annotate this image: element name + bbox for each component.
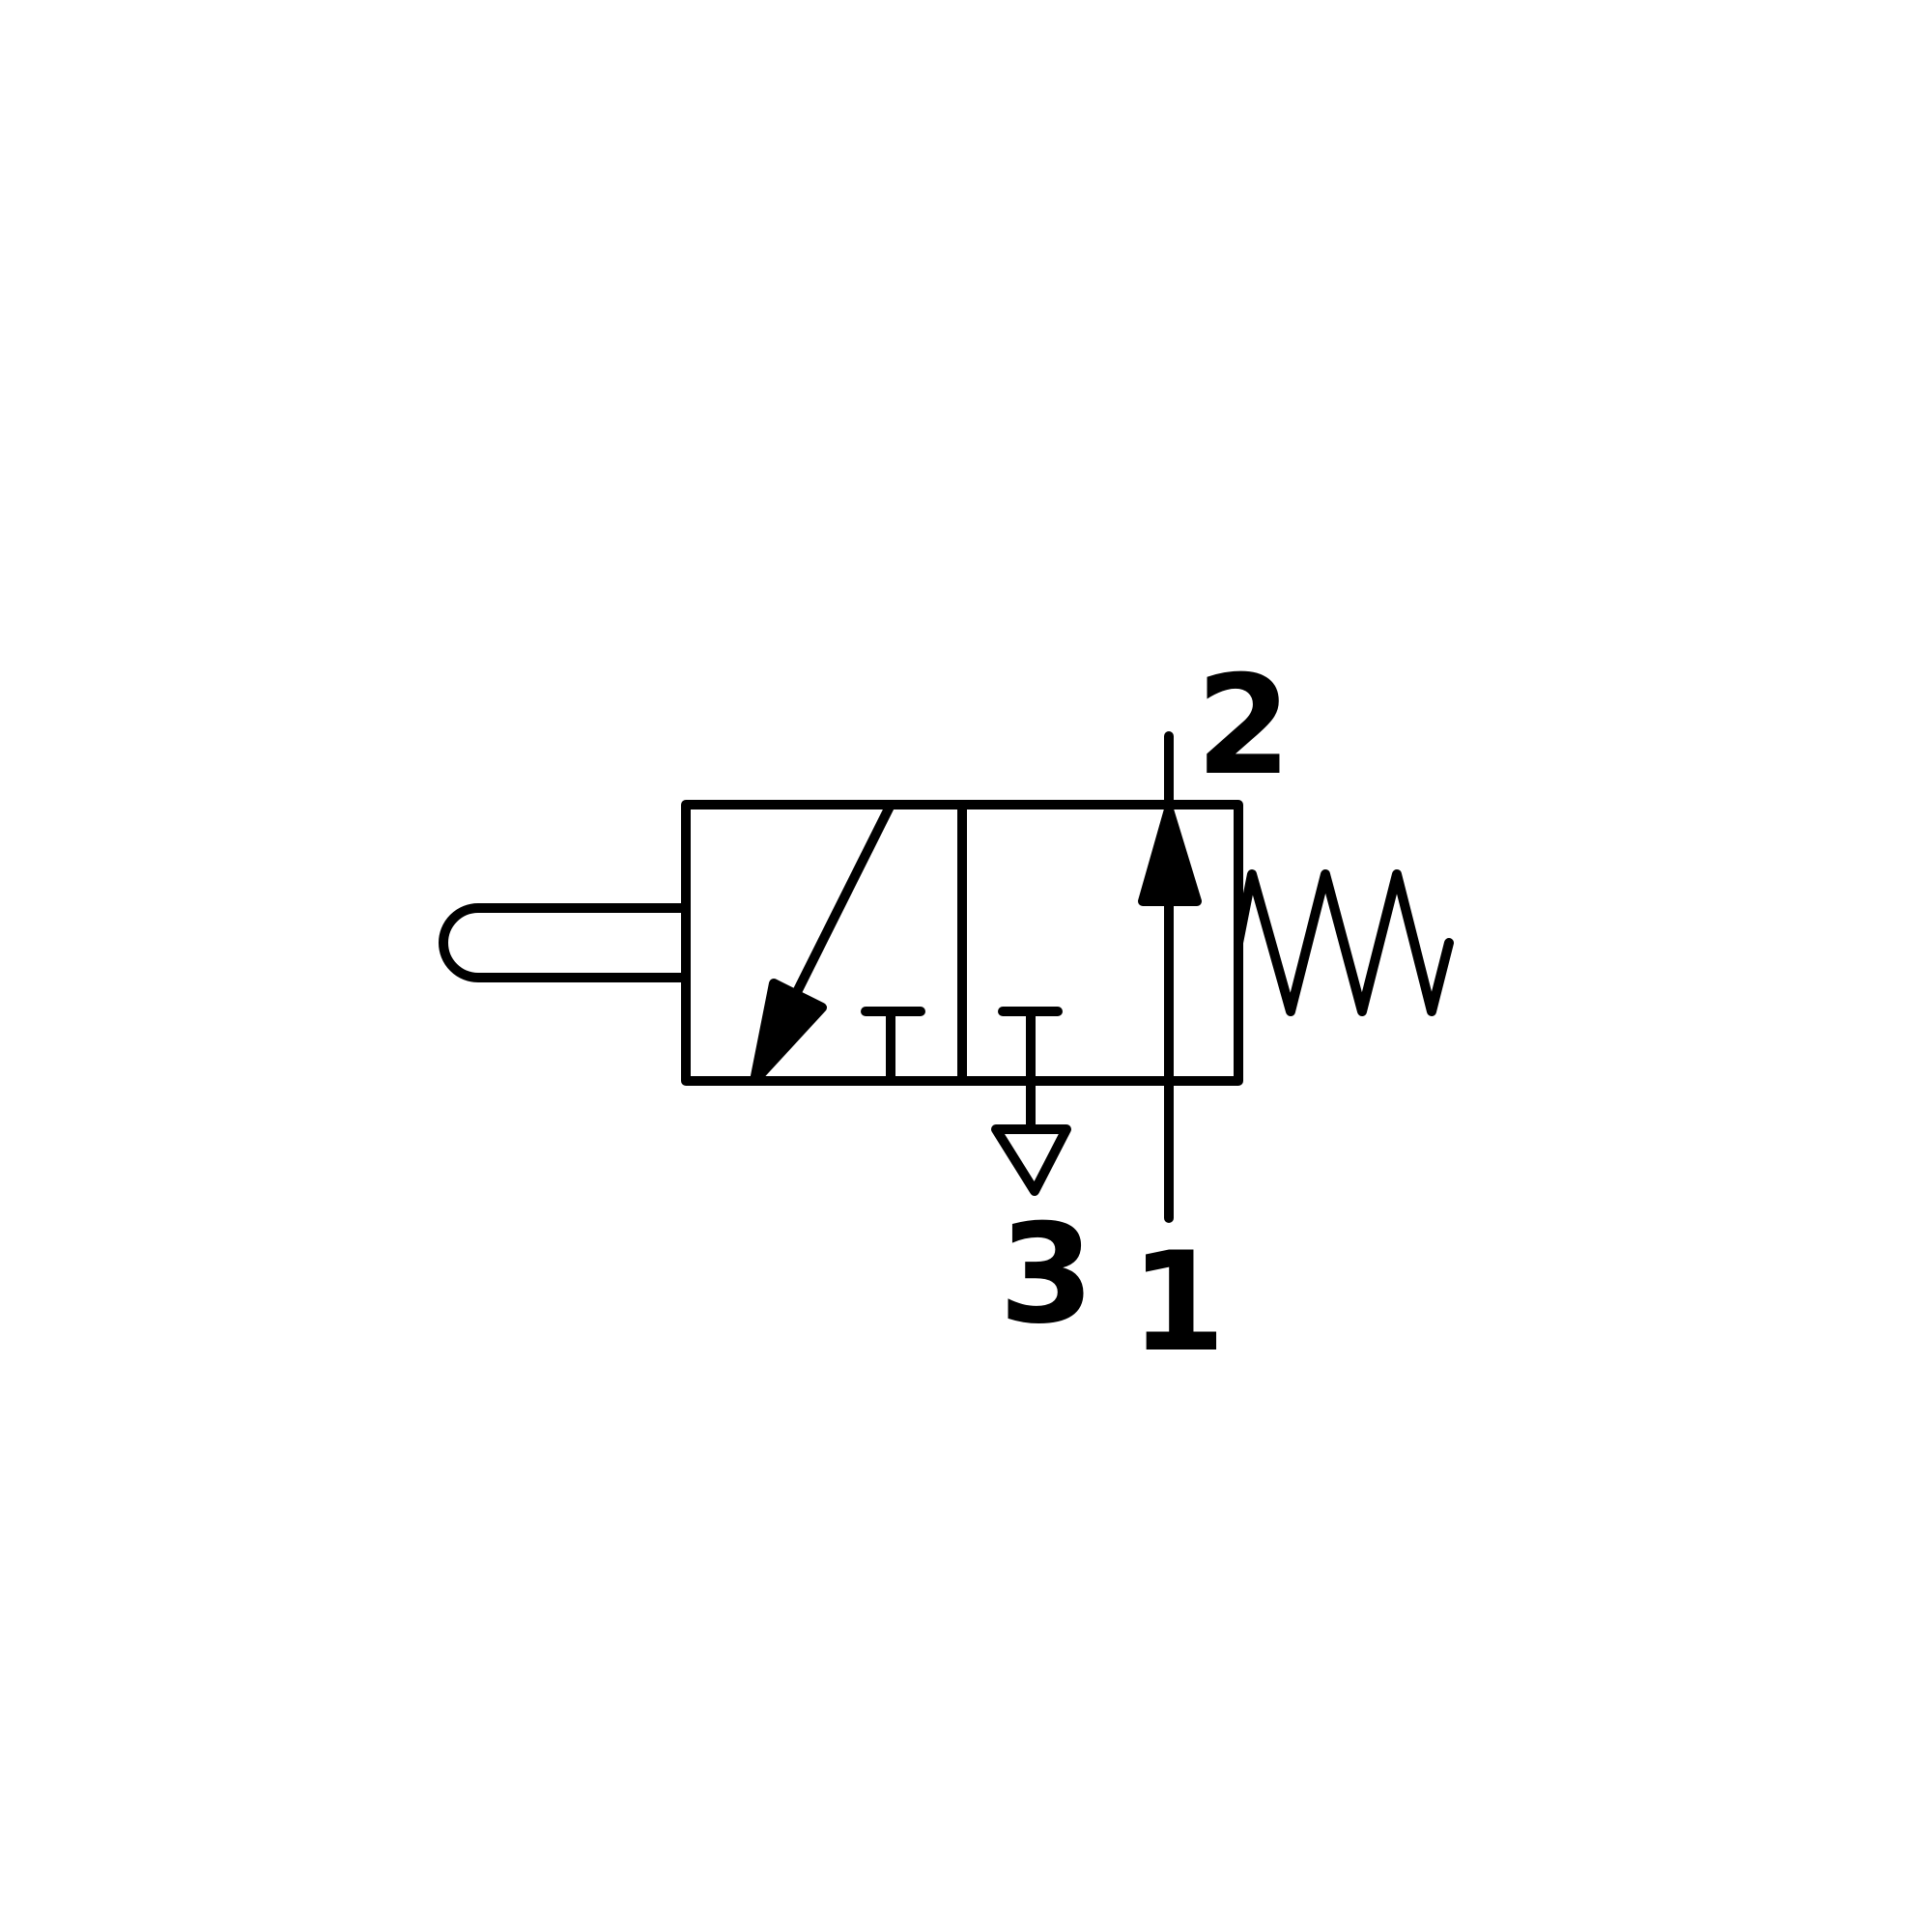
exhaust-triangle xyxy=(991,1124,1071,1196)
flow-path-diagonal xyxy=(789,800,895,1003)
pushbutton-actuator xyxy=(439,903,691,982)
port-label-1: 1 xyxy=(1130,1223,1226,1382)
flow-arrowhead-diagonal xyxy=(750,979,827,1086)
port-label-3: 3 xyxy=(999,1195,1094,1354)
flow-arrowhead-vertical xyxy=(1138,805,1202,906)
port-label-2: 2 xyxy=(1196,646,1292,806)
return-spring xyxy=(1234,869,1454,1016)
valve-envelope-right xyxy=(957,800,1243,1086)
